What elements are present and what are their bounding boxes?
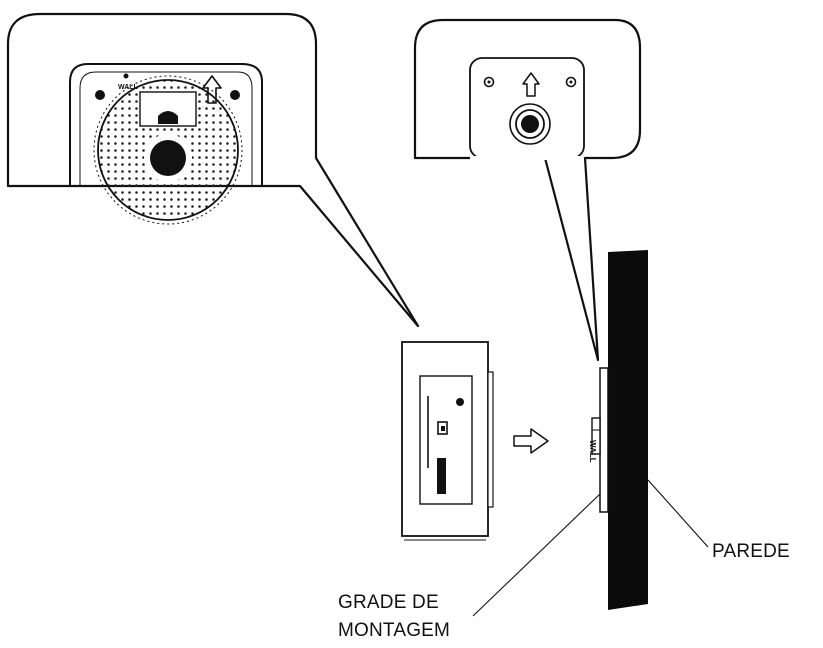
screw-hole-icon	[95, 90, 105, 100]
up-arrow-icon	[522, 72, 540, 97]
push-arrow-icon	[513, 428, 549, 454]
mounting-grid-label-line1: GRADE DE	[338, 592, 439, 613]
mounting-grid-label-line2: MONTAGEM	[338, 620, 451, 641]
mounting-grid-label: GRADE DE MONTAGEM	[338, 589, 450, 645]
grid-leader-line	[472, 493, 601, 617]
wall-leader-line	[647, 479, 709, 548]
speaker-grille	[93, 75, 243, 225]
screw-hole-icon	[230, 90, 240, 100]
mounting-grid-side: WALL	[588, 367, 609, 513]
side-view-tag: WALL	[588, 440, 597, 463]
wall	[608, 250, 648, 610]
callout-right-wall-plate	[413, 18, 642, 362]
device-unit	[401, 341, 494, 541]
wall-label: PAREDE	[712, 541, 790, 562]
callout-left-back-panel: WALL	[6, 12, 420, 328]
